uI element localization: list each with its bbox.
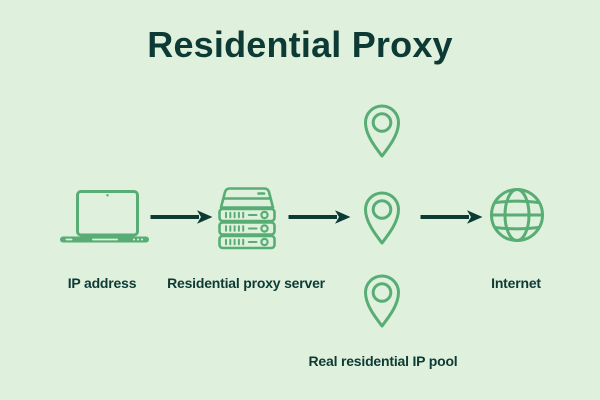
location-pin-icon [364,191,400,245]
laptop-icon [60,190,149,243]
node-label-ip-address: IP address [67,275,137,291]
globe-icon [490,188,544,242]
node-label-internet: Internet [491,275,541,291]
location-pin-icon [364,104,400,158]
arrow-right-icon [150,210,213,224]
arrow-right-icon [288,210,351,224]
location-pin-icon [364,274,400,328]
arrow-right-icon [420,210,483,224]
diagram-title: Residential Proxy [147,24,453,65]
node-label-ip-pool: Real residential IP pool [308,353,458,369]
server-icon [218,187,276,250]
node-label-proxy-server: Residential proxy server [167,275,325,291]
